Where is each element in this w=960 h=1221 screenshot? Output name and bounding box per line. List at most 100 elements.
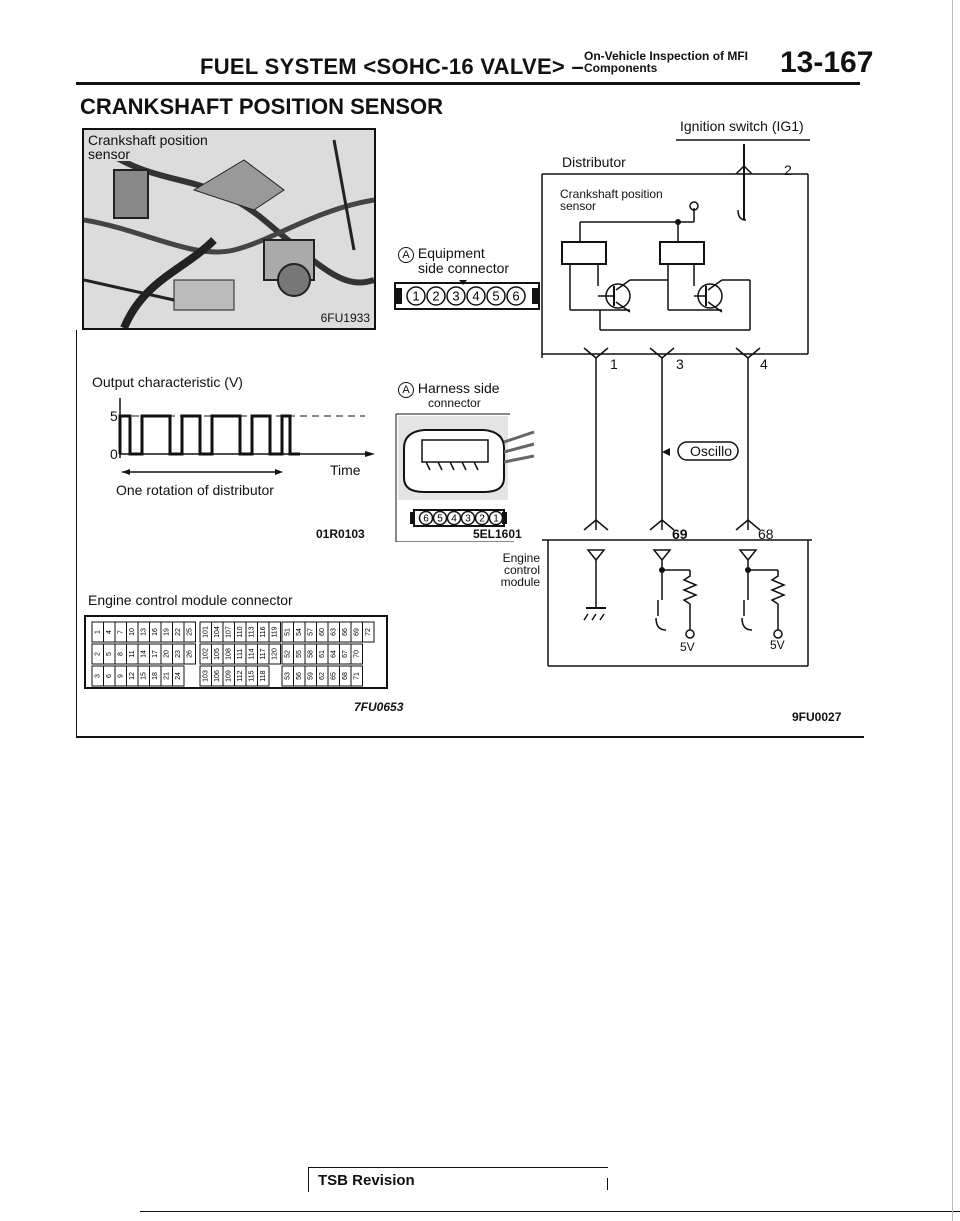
equipment-connector-pin-label-2: 2 (432, 289, 439, 304)
output-waveform (118, 398, 375, 475)
sensor-element-right (659, 241, 705, 265)
equipment-connector-pin-label-5: 5 (492, 289, 499, 304)
ecm-pin-number: 16 (152, 628, 159, 636)
ecm-pin-cell (183, 621, 196, 643)
ecm-pin-number: 64 (331, 650, 338, 658)
equipment-connector-label-line2: side connector (418, 260, 510, 276)
ecm-pin-number: 7 (118, 630, 125, 634)
ecm-pin-number: 71 (354, 672, 361, 680)
ignition-label: Ignition switch (IG1) (680, 118, 804, 134)
harness-connector-pin-6 (418, 510, 434, 526)
ecm-connector: 1234567891011121314151617181920212223242… (84, 615, 388, 689)
ecm-pin-number: 12 (129, 672, 136, 680)
output-x-arrow (365, 451, 375, 457)
equipment-connector-pin-label-3: 3 (452, 289, 459, 304)
tsb-label: TSB Revision (318, 1172, 415, 1189)
output-y-low: 0 (110, 446, 118, 462)
ecm-pin-number: 106 (214, 670, 221, 682)
distributor-label: Distributor (562, 154, 626, 170)
ecm-pin-number: 2 (95, 652, 102, 656)
ecm-connector-title: Engine control module connector (88, 592, 293, 608)
ecm-pin-number: 17 (152, 650, 159, 658)
ecm-pin-number: 51 (285, 628, 292, 636)
output-square-wave (118, 414, 300, 456)
ecm-pin-number: 6 (106, 674, 113, 678)
ecm-pin-number: 118 (260, 670, 267, 681)
equipment-connector-pin-1 (406, 286, 426, 306)
ecm-pin-cell (362, 621, 375, 643)
ecm-pin-number: 23 (175, 650, 182, 658)
equipment-connector-label: A Equipment (398, 245, 485, 263)
equipment-connector-pin-2 (426, 286, 446, 306)
voltage-a: 5V (680, 640, 695, 654)
ecm-pin-number: 117 (260, 648, 267, 659)
harness-connector-pin-3 (460, 510, 476, 526)
harness-connector-label-line2: connector (428, 396, 481, 410)
harness-connector-pin-label-3: 3 (465, 514, 471, 525)
ecm-pin-number: 21 (164, 672, 171, 680)
harness-connector-label-line1: Harness side (417, 380, 500, 396)
ecm-pin-number: 56 (296, 672, 303, 680)
right-edge-line (952, 0, 953, 1221)
harness-connector-pin-label-2: 2 (479, 514, 485, 525)
ecm-label: Engine control module (496, 552, 540, 588)
revision-text: Revision (352, 1172, 415, 1189)
photo-label: Crankshaft position sensor (88, 133, 208, 161)
oscillo-label: Oscillo (690, 443, 733, 459)
ecm-pin-number: 120 (272, 648, 279, 660)
footer-rule (140, 1211, 960, 1212)
ecm-terminal-69: 69 (672, 526, 688, 542)
ecm-pin-number: 8 (118, 652, 125, 656)
harness-connector-pin-label-5: 5 (437, 514, 443, 525)
ecm-terminal-68: 68 (758, 526, 774, 542)
equipment-connector-pin-4 (466, 286, 486, 306)
ecm-pin-number: 69 (354, 628, 361, 636)
ecm-pin-number: 111 (237, 649, 244, 660)
equipment-connector-marker: A (398, 247, 414, 263)
figure-bottom-rule (76, 736, 864, 738)
circuit-diagram (541, 139, 812, 667)
ecm-pin-number: 11 (129, 650, 136, 657)
ecm-pin-number: 112 (237, 670, 244, 681)
ecm-pin-number: 1 (95, 630, 102, 634)
harness-connector-pin-label-1: 1 (493, 514, 499, 525)
section-title: CRANKSHAFT POSITION SENSOR (80, 94, 444, 119)
header-subtitle: On-Vehicle Inspection of MFI Components (584, 50, 748, 74)
ecm-pin-number: 114 (249, 648, 256, 659)
ecm-pin-number: 101 (203, 626, 210, 638)
ecm-pin-number: 116 (260, 626, 267, 637)
equipment-connector-pin-5 (486, 286, 506, 306)
harness-connector-pin-1 (488, 510, 504, 526)
ecm-pin-number: 59 (308, 672, 315, 680)
ecm-pin-number: 119 (272, 626, 279, 637)
output-rotation-label: One rotation of distributor (116, 482, 274, 498)
engine-photo-drawing (84, 130, 374, 328)
equipment-connector-label-line1: Equipment (417, 245, 485, 261)
circuit-sensor-label-line2: sensor (560, 199, 597, 213)
ecm-pin-cell (183, 643, 196, 665)
ecm-pin-number: 9 (118, 674, 125, 678)
engine-photo: Crankshaft position sensor 6FU1933 (82, 128, 376, 330)
ecm-pin-number: 70 (354, 650, 361, 658)
tsb-text: TSB (318, 1172, 348, 1189)
ecm-pin-number: 102 (203, 648, 210, 660)
ecm-pin-number: 115 (249, 670, 256, 681)
ecm-pin-number: 10 (129, 628, 136, 636)
circuit-terminal-3: 3 (676, 356, 684, 372)
ecm-pin-number: 26 (187, 650, 194, 658)
oscillo-box (677, 441, 739, 461)
ecm-pin-cell (350, 665, 363, 687)
ecm-pin-number: 53 (285, 672, 292, 680)
equipment-connector-pin-label-6: 6 (512, 289, 519, 304)
ecm-pin-number: 25 (187, 628, 194, 636)
ecm-pin-number: 63 (331, 628, 338, 636)
harness-connector-pin-4 (446, 510, 462, 526)
rotation-arrow-left (122, 469, 130, 475)
ecm-pin-number: 20 (164, 650, 171, 658)
ecm-pin-number: 108 (226, 648, 233, 660)
equipment-connector-pin-3 (446, 286, 466, 306)
header-rule (76, 82, 860, 85)
